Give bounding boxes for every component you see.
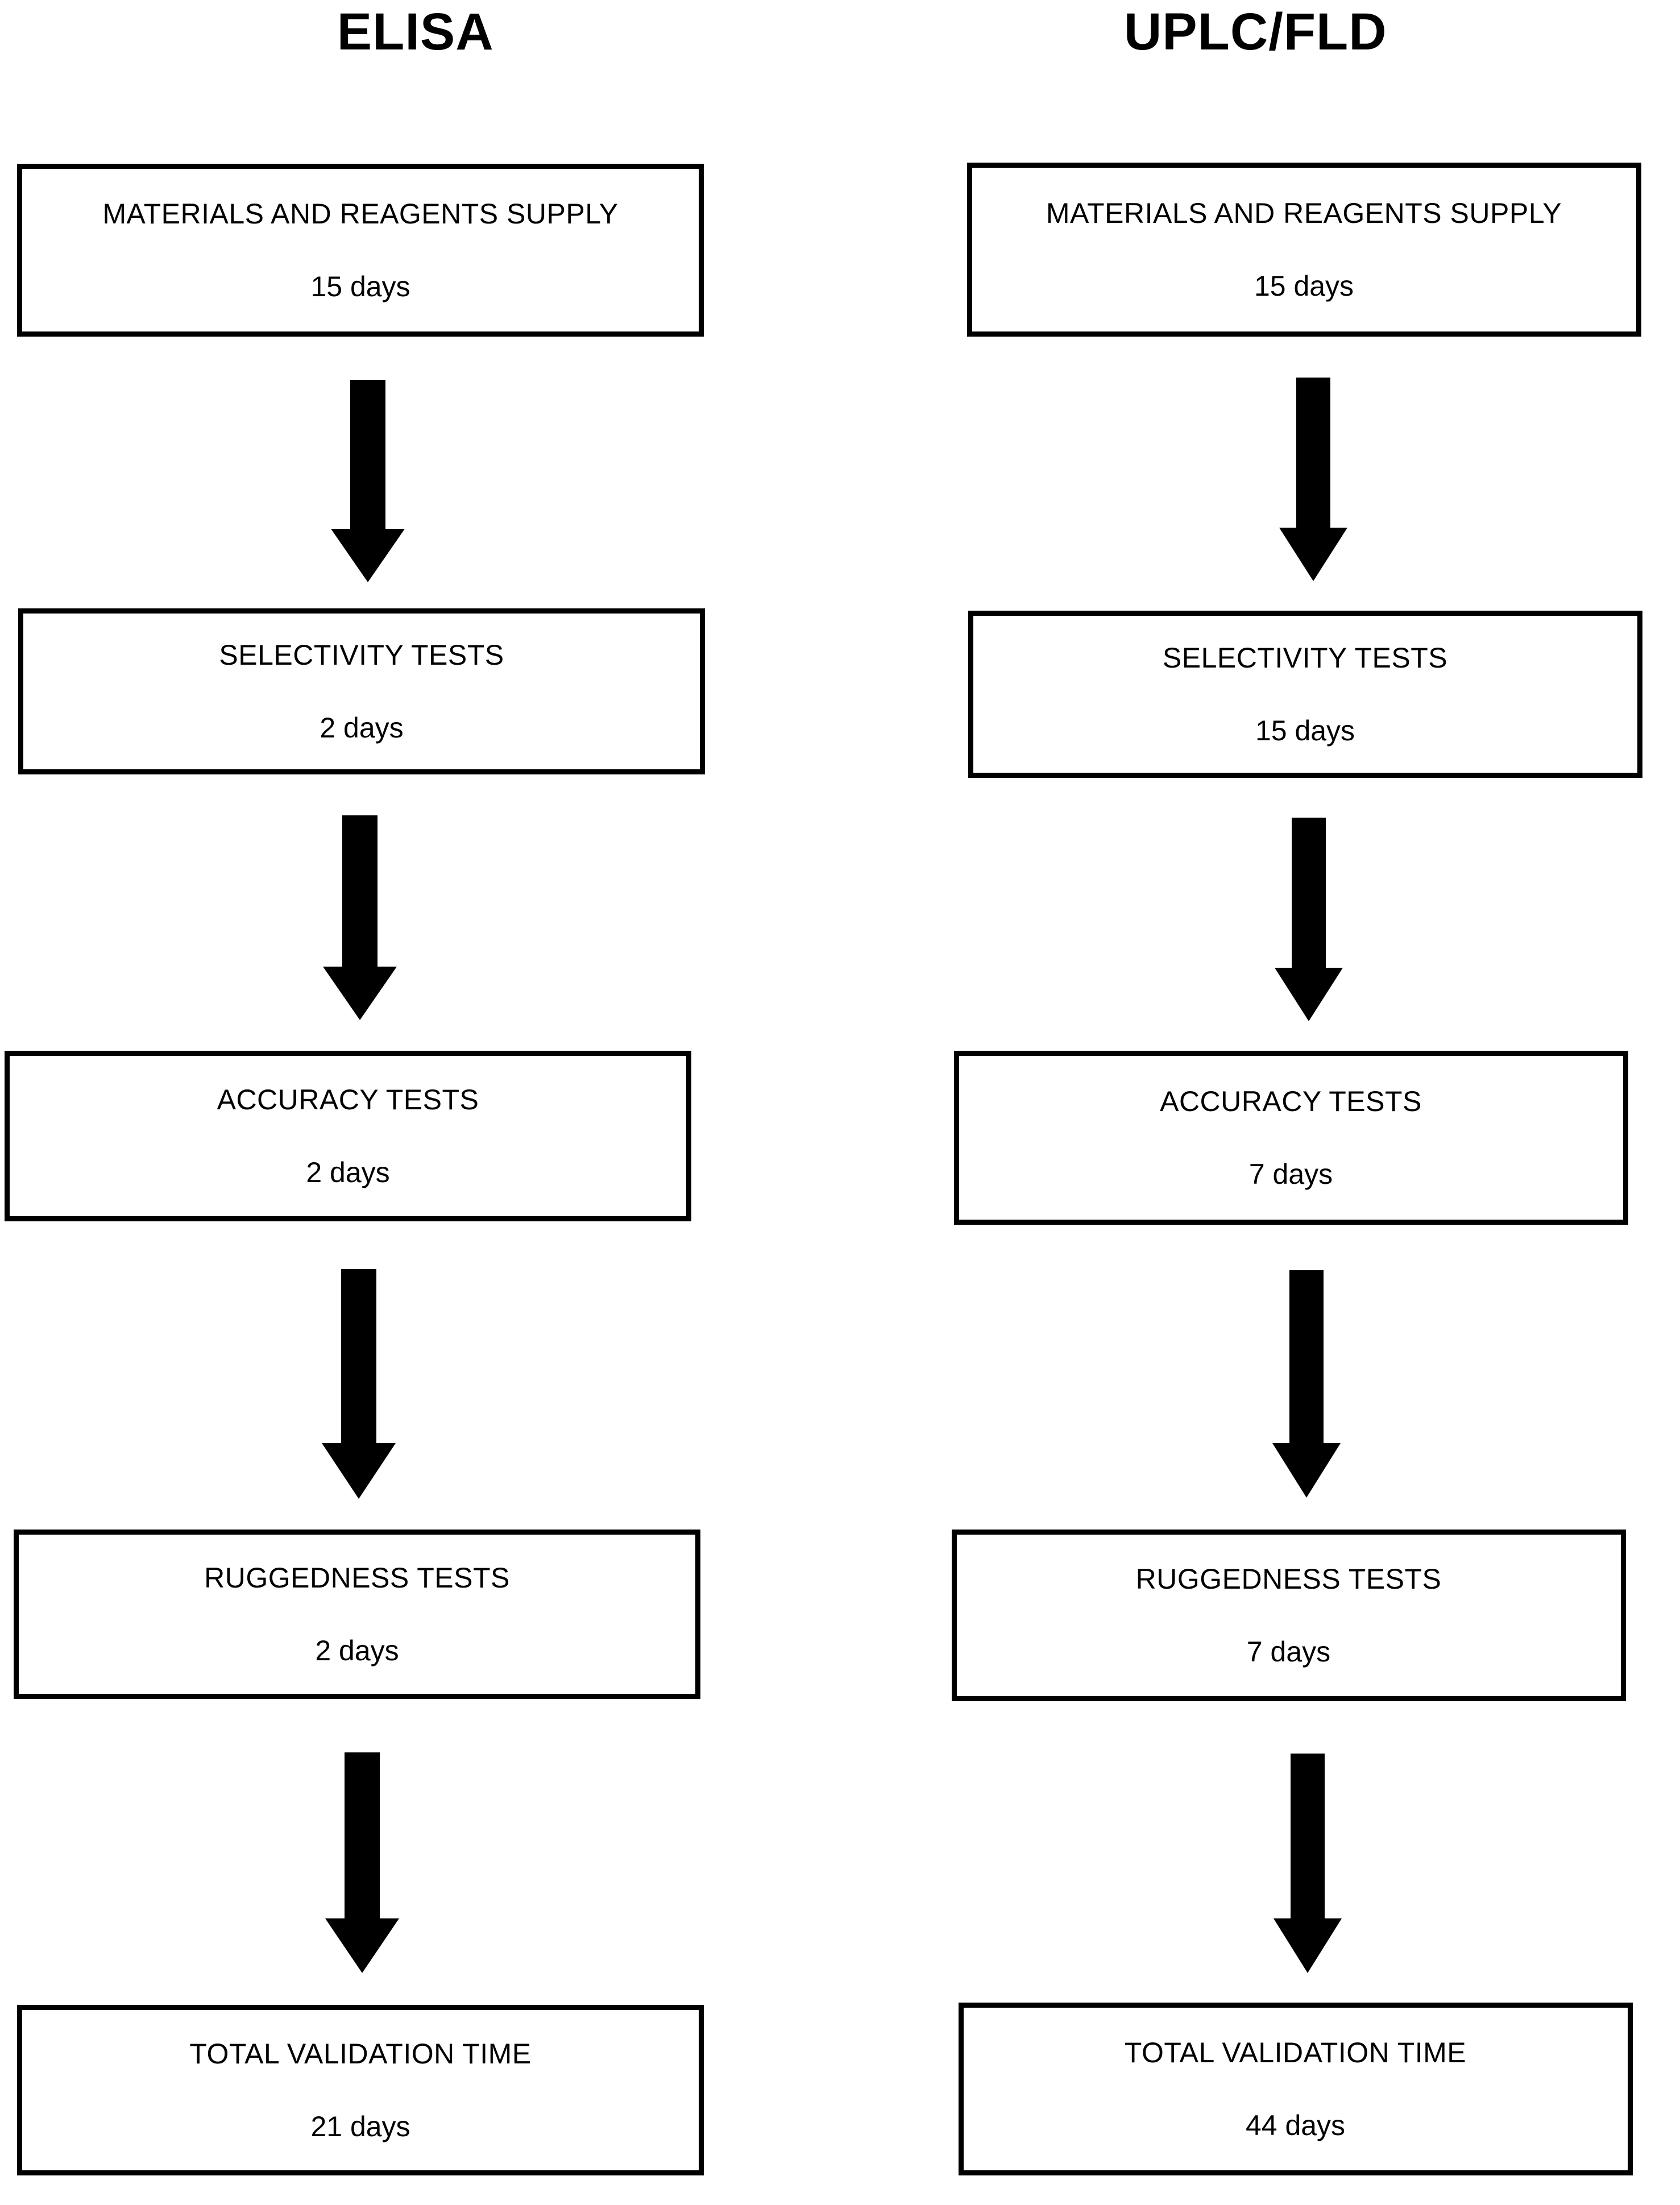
flow-box-accuracy-tests-elisa: ACCURACY TESTS 2 days	[5, 1051, 691, 1221]
flow-box-duration: 15 days	[1254, 270, 1354, 302]
flow-box-accuracy-tests-uplc: ACCURACY TESTS 7 days	[953, 1051, 1628, 1225]
flow-box-label: SELECTIVITY TESTS	[1162, 642, 1448, 674]
flow-box-duration: 2 days	[320, 712, 404, 744]
flow-box-duration: 44 days	[1245, 2109, 1346, 2141]
flow-box-duration: 7 days	[1248, 1158, 1333, 1190]
flow-box-label: RUGGEDNESS TESTS	[1135, 1563, 1442, 1595]
flow-box-duration: 15 days	[1255, 715, 1355, 747]
flow-box-ruggedness-tests-elisa: RUGGEDNESS TESTS 2 days	[14, 1530, 700, 1699]
flow-box-label: ACCURACY TESTS	[1160, 1085, 1422, 1117]
flow-box-total-validation-time-elisa: TOTAL VALIDATION TIME 21 days	[17, 2005, 704, 2175]
column-title-elisa: ELISA	[337, 3, 494, 61]
down-arrow-icon	[331, 380, 405, 582]
flow-box-materials-supply-elisa: MATERIALS AND REAGENTS SUPPLY 15 days	[17, 164, 704, 337]
column-uplc-fld: UPLC/FLD MATERIALS AND REAGENTS SUPPLY 1…	[840, 0, 1680, 2205]
flow-box-duration: 2 days	[306, 1157, 390, 1188]
flow-box-duration: 21 days	[310, 2111, 410, 2142]
down-arrow-icon	[322, 1269, 396, 1499]
column-elisa: ELISA MATERIALS AND REAGENTS SUPPLY 15 d…	[5, 3, 705, 2175]
flow-box-label: MATERIALS AND REAGENTS SUPPLY	[1046, 197, 1562, 229]
down-arrow-icon	[1272, 1270, 1341, 1498]
flow-box-duration: 2 days	[315, 1635, 399, 1667]
down-arrow-icon	[1274, 818, 1343, 1021]
flow-box-duration: 7 days	[1246, 1636, 1331, 1668]
flow-box-label: SELECTIVITY TESTS	[219, 639, 504, 671]
flow-box-label: ACCURACY TESTS	[217, 1084, 479, 1116]
flow-box-label: RUGGEDNESS TESTS	[204, 1562, 510, 1594]
down-arrow-icon	[1273, 1754, 1342, 1973]
down-arrow-icon	[325, 1752, 399, 1973]
column-title-uplc-fld: UPLC/FLD	[1123, 3, 1387, 61]
flow-box-total-validation-time-uplc: TOTAL VALIDATION TIME 44 days	[958, 2003, 1633, 2175]
flow-box-selectivity-tests-elisa: SELECTIVITY TESTS 2 days	[18, 608, 705, 774]
flow-box-ruggedness-tests-uplc: RUGGEDNESS TESTS 7 days	[951, 1530, 1626, 1701]
down-arrow-icon	[1279, 378, 1347, 581]
flow-box-label: TOTAL VALIDATION TIME	[1124, 2037, 1467, 2069]
flow-box-label: TOTAL VALIDATION TIME	[189, 2038, 532, 2070]
flow-box-duration: 15 days	[310, 271, 410, 302]
flow-box-materials-supply-uplc: MATERIALS AND REAGENTS SUPPLY 15 days	[966, 163, 1641, 337]
down-arrow-icon	[323, 815, 397, 1020]
flow-box-label: MATERIALS AND REAGENTS SUPPLY	[102, 198, 619, 230]
flow-box-selectivity-tests-uplc: SELECTIVITY TESTS 15 days	[968, 611, 1642, 778]
